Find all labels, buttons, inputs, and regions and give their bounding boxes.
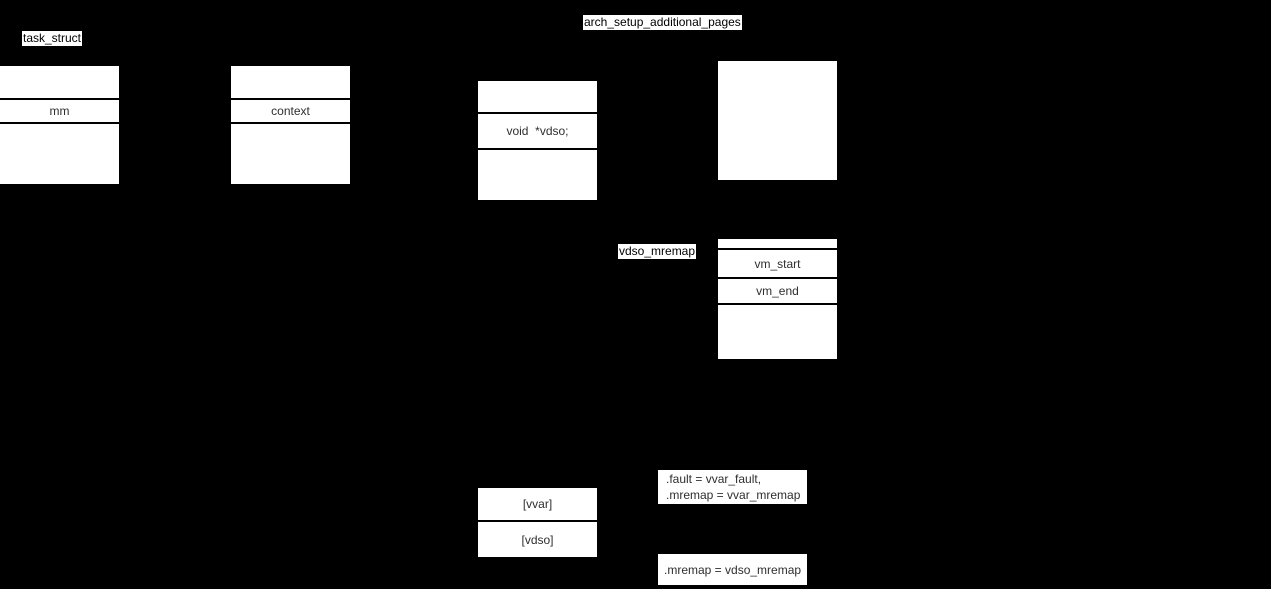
vma-box-row-bottom	[718, 305, 837, 359]
context-box-row-context: context	[231, 100, 350, 124]
vma-box: vm_start vm_end	[718, 239, 837, 359]
task-struct-label: task_struct	[22, 31, 83, 46]
vma-box-row-top	[718, 239, 837, 250]
task-struct-box-row-bottom	[0, 124, 119, 184]
vvar-mapping-ops-line2: .mremap = vvar_mremap	[666, 488, 801, 502]
vdso-mapping-ops-box: .mremap = vdso_mremap	[658, 554, 807, 585]
vdso-pointer-box-row-top	[478, 81, 597, 114]
special-mapping-box-row-vdso: [vdso]	[521, 532, 554, 547]
vma-box-row-vm-start: vm_start	[718, 250, 837, 279]
vdso-pointer-box-row-ptr: void *vdso;	[478, 114, 597, 150]
vma-box-row-vm-end: vm_end	[718, 279, 837, 305]
vdso-pointer-box: void *vdso;	[478, 81, 597, 200]
context-box-row-bottom	[231, 124, 350, 184]
task-struct-box-row-top	[0, 66, 119, 100]
vvar-mapping-ops-box: .fault = vvar_fault, .mremap = vvar_mrem…	[658, 470, 807, 504]
blank-box	[718, 61, 837, 180]
arch-setup-additional-pages-label: arch_setup_additional_pages	[583, 15, 742, 30]
special-mapping-box-row-vvar: [vvar]	[478, 488, 597, 522]
vdso-pointer-box-row-bottom	[478, 150, 597, 200]
special-mapping-box: [vvar] [vdso]	[478, 488, 597, 557]
vdso-mremap-label: vdso_mremap	[618, 244, 697, 259]
context-box: context	[231, 66, 350, 184]
vdso-mapping-ops-line1: .mremap = vdso_mremap	[664, 562, 802, 577]
context-box-row-top	[231, 66, 350, 100]
task-struct-box: mm	[0, 66, 119, 184]
task-struct-box-row-mm: mm	[0, 100, 119, 124]
vvar-mapping-ops-line1: .fault = vvar_fault,	[666, 472, 762, 486]
